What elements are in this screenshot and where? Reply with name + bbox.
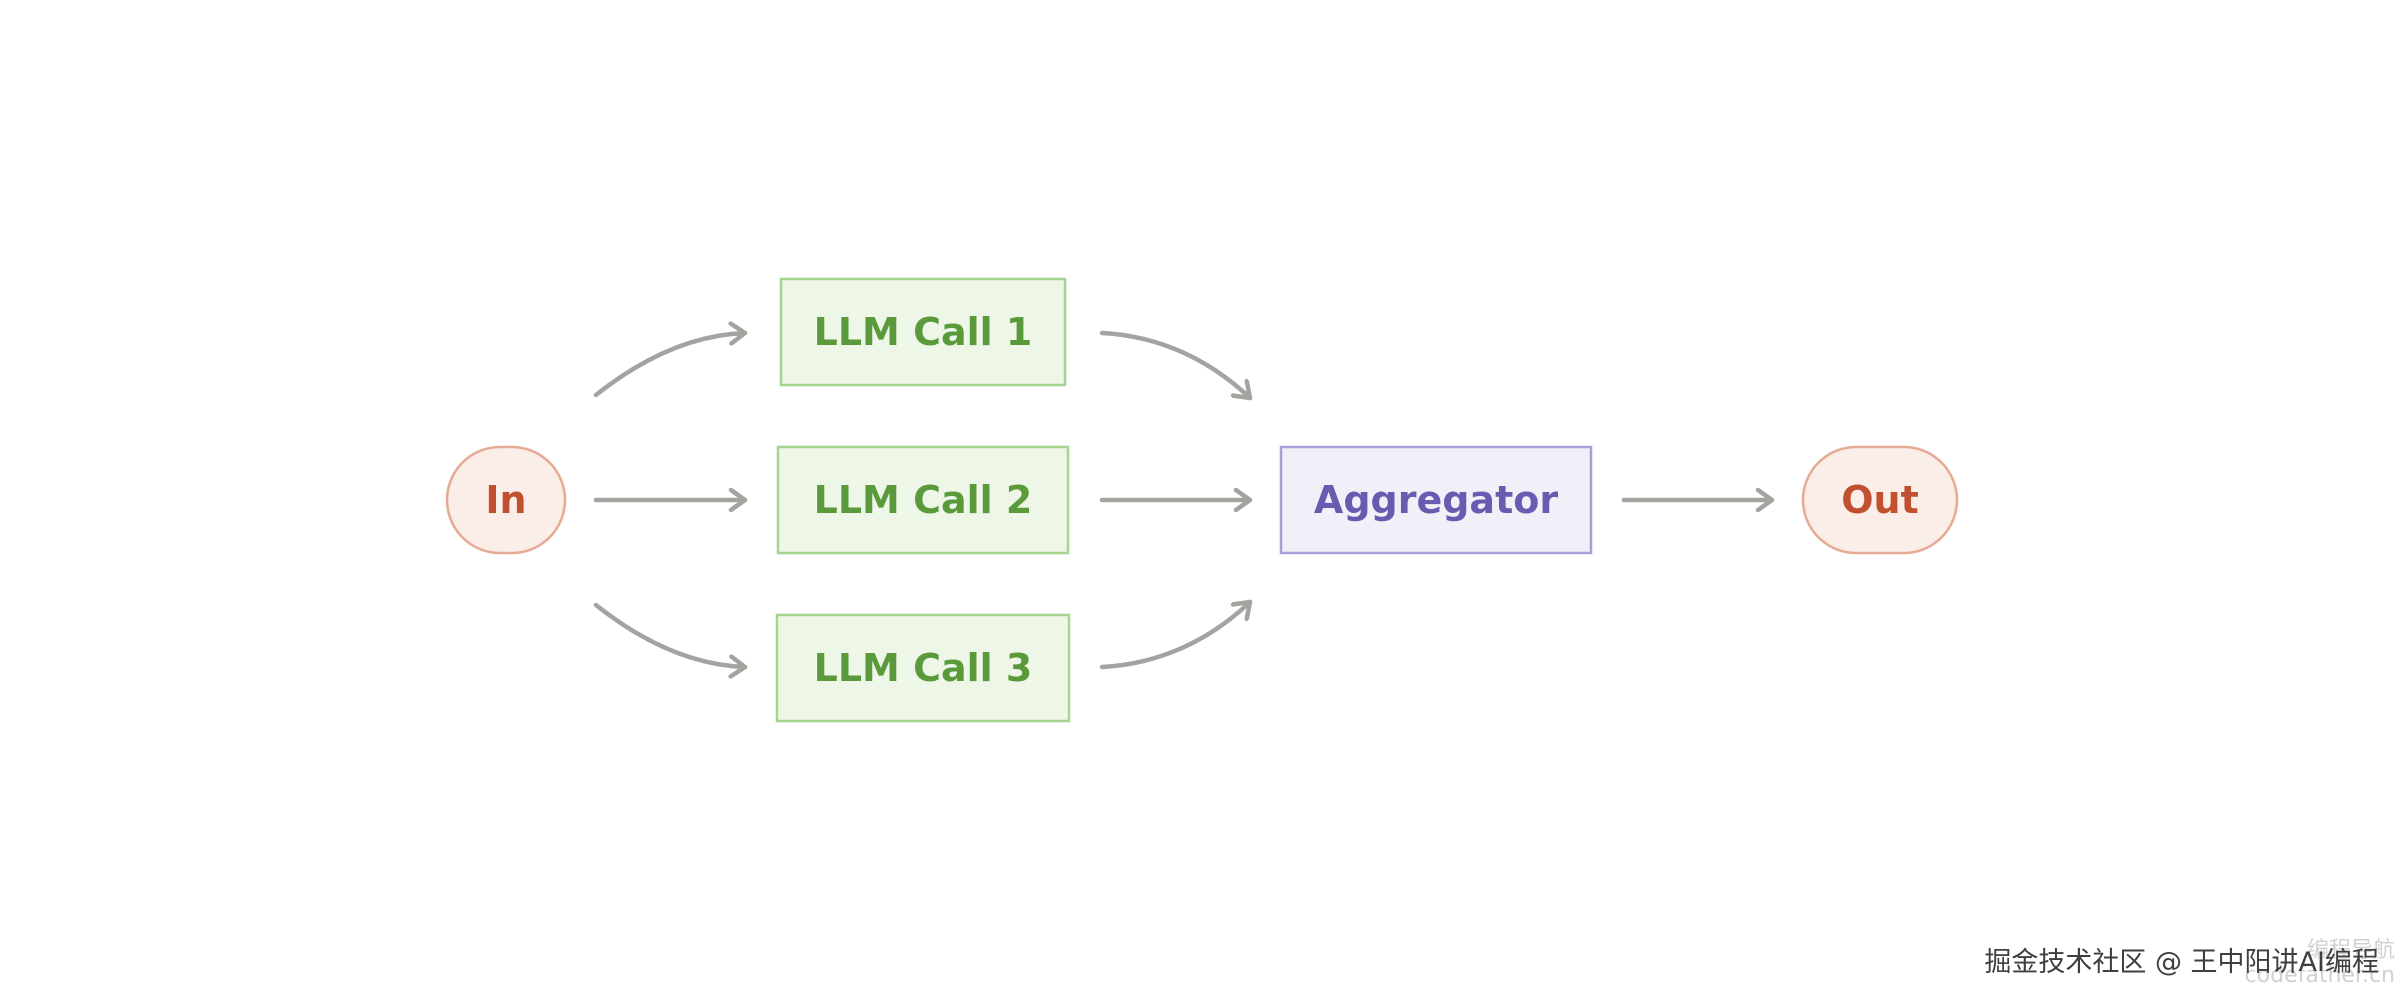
edges bbox=[593, 330, 1775, 670]
node-llm-call-2-label: LLM Call 2 bbox=[814, 478, 1033, 522]
node-llm-call-1: LLM Call 1 bbox=[779, 277, 1067, 387]
watermark-site-name: 编程导航 bbox=[2306, 938, 2395, 963]
edge-in-to-llm-call-3 bbox=[593, 602, 748, 667]
edge-in-to-llm-call-1 bbox=[593, 333, 748, 398]
node-in: In bbox=[445, 445, 567, 555]
node-llm-call-3: LLM Call 3 bbox=[775, 613, 1071, 723]
watermark-site-url: codefather.cn bbox=[2244, 963, 2395, 988]
node-aggregator-shape bbox=[1279, 445, 1593, 555]
node-aggregator-label: Aggregator bbox=[1314, 478, 1558, 522]
node-llm-call-3-shape bbox=[775, 613, 1071, 723]
edge-llm-call-1-to-aggregator bbox=[1099, 330, 1253, 401]
node-out: Out bbox=[1801, 445, 1959, 555]
node-in-label: In bbox=[485, 478, 526, 522]
node-aggregator: Aggregator bbox=[1279, 445, 1593, 555]
node-llm-call-2: LLM Call 2 bbox=[776, 445, 1070, 555]
watermark-attribution: 掘金技术社区 @ 王中阳讲AI编程 bbox=[1984, 947, 2379, 978]
edge-llm-call-3-to-aggregator bbox=[1099, 599, 1253, 670]
node-in-shape bbox=[445, 445, 567, 555]
node-out-shape bbox=[1801, 445, 1959, 555]
node-out-label: Out bbox=[1841, 478, 1919, 522]
node-llm-call-2-shape bbox=[776, 445, 1070, 555]
node-llm-call-1-label: LLM Call 1 bbox=[814, 310, 1033, 354]
node-llm-call-1-shape bbox=[779, 277, 1067, 387]
node-llm-call-3-label: LLM Call 3 bbox=[814, 646, 1033, 690]
